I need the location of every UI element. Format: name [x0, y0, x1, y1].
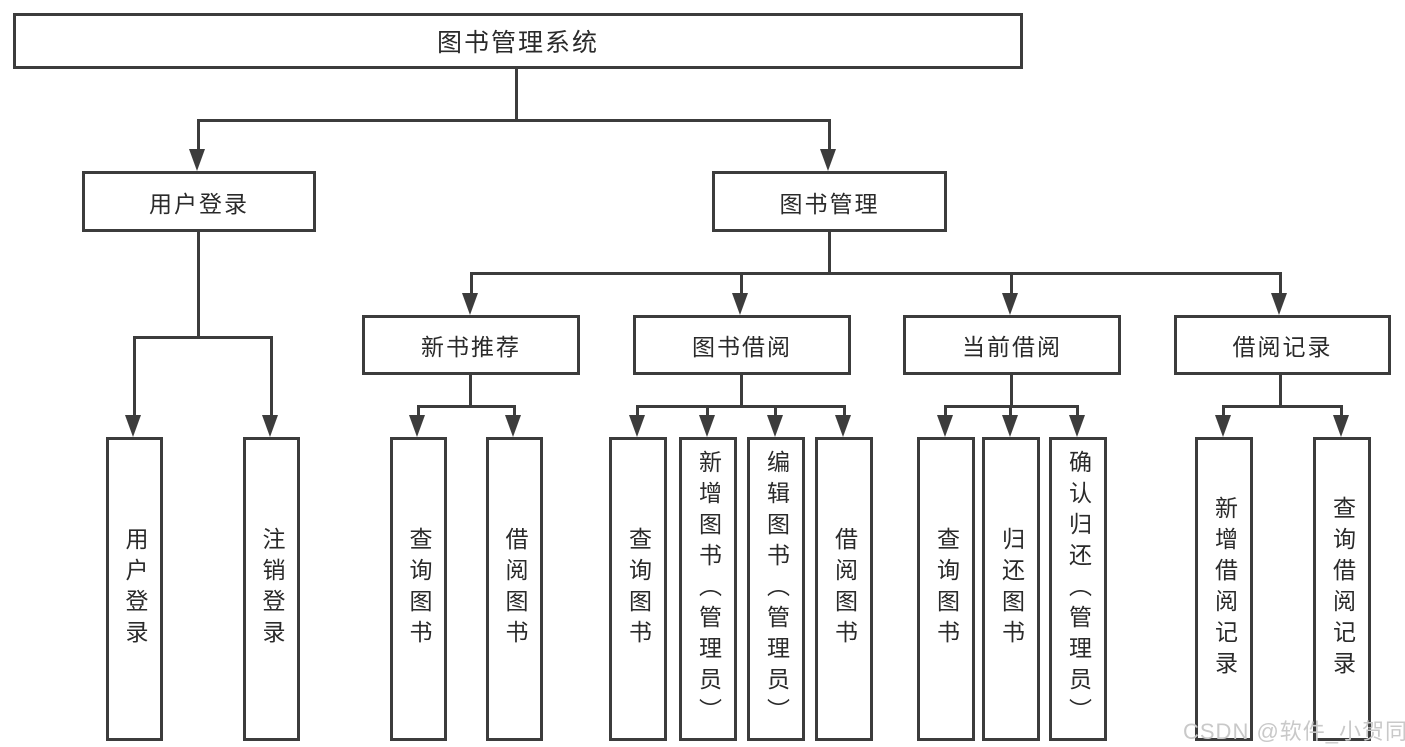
connector-line: [470, 272, 1282, 275]
connector-line: [828, 119, 831, 153]
connector-line: [1279, 272, 1282, 297]
connector-line: [1222, 405, 1225, 419]
arrow-down-icon: [820, 149, 836, 171]
arrow-down-icon: [1215, 415, 1231, 437]
connector-line: [740, 375, 743, 408]
arrow-down-icon: [835, 415, 851, 437]
leaf-confirm-return-admin: 确认归还（管理员）: [1049, 437, 1107, 741]
node-book-borrowing: 图书借阅: [633, 315, 851, 375]
connector-line: [1010, 375, 1013, 408]
connector-line: [706, 405, 709, 419]
connector-line: [270, 336, 273, 419]
leaf-query-books-2: 查询图书: [609, 437, 667, 741]
arrow-down-icon: [629, 415, 645, 437]
connector-line: [1279, 375, 1282, 408]
arrow-down-icon: [1271, 293, 1287, 315]
connector-line: [470, 272, 473, 297]
leaf-user-login: 用户登录: [106, 437, 163, 741]
arrow-down-icon: [699, 415, 715, 437]
connector-line: [740, 272, 743, 297]
arrow-down-icon: [409, 415, 425, 437]
connector-line: [944, 405, 947, 419]
connector-line: [513, 405, 516, 419]
connector-line: [417, 405, 516, 408]
connector-line: [197, 232, 200, 339]
node-book-management: 图书管理: [712, 171, 947, 232]
node-current-borrowing: 当前借阅: [903, 315, 1121, 375]
connector-line: [1009, 405, 1012, 419]
connector-line: [133, 336, 272, 339]
leaf-add-book-admin: 新增图书（管理员）: [679, 437, 737, 741]
connector-line: [197, 119, 831, 122]
connector-line: [1340, 405, 1343, 419]
leaf-borrow-books-2: 借阅图书: [815, 437, 873, 741]
leaf-edit-book-admin: 编辑图书（管理员）: [747, 437, 805, 741]
node-user-login: 用户登录: [82, 171, 316, 232]
node-borrowing-records: 借阅记录: [1174, 315, 1391, 375]
connector-line: [636, 405, 846, 408]
watermark: CSDN @软件_小贺同学: [1183, 719, 1405, 744]
arrow-down-icon: [189, 149, 205, 171]
arrow-down-icon: [1069, 415, 1085, 437]
connector-line: [515, 69, 518, 121]
connector-line: [417, 405, 420, 419]
arrow-down-icon: [262, 415, 278, 437]
connector-line: [636, 405, 639, 419]
arrow-down-icon: [1002, 293, 1018, 315]
leaf-query-books-1: 查询图书: [390, 437, 447, 741]
arrow-down-icon: [937, 415, 953, 437]
connector-line: [469, 375, 472, 408]
leaf-return-books: 归还图书: [982, 437, 1040, 741]
connector-line: [774, 405, 777, 419]
arrow-down-icon: [732, 293, 748, 315]
connector-line: [828, 232, 831, 275]
connector-line: [1076, 405, 1079, 419]
connector-line: [1222, 405, 1342, 408]
connector-line: [197, 119, 200, 153]
arrow-down-icon: [125, 415, 141, 437]
connector-line: [1010, 272, 1013, 297]
arrow-down-icon: [1002, 415, 1018, 437]
connector-line: [843, 405, 846, 419]
leaf-query-books-3: 查询图书: [917, 437, 975, 741]
arrow-down-icon: [462, 293, 478, 315]
leaf-borrow-books-1: 借阅图书: [486, 437, 543, 741]
arrow-down-icon: [505, 415, 521, 437]
connector-line: [133, 336, 136, 419]
arrow-down-icon: [767, 415, 783, 437]
arrow-down-icon: [1333, 415, 1349, 437]
leaf-logout: 注销登录: [243, 437, 300, 741]
node-new-book-recommendation: 新书推荐: [362, 315, 580, 375]
leaf-query-borrow-record: 查询借阅记录: [1313, 437, 1371, 741]
leaf-add-borrow-record: 新增借阅记录: [1195, 437, 1253, 741]
node-root: 图书管理系统: [13, 13, 1023, 69]
